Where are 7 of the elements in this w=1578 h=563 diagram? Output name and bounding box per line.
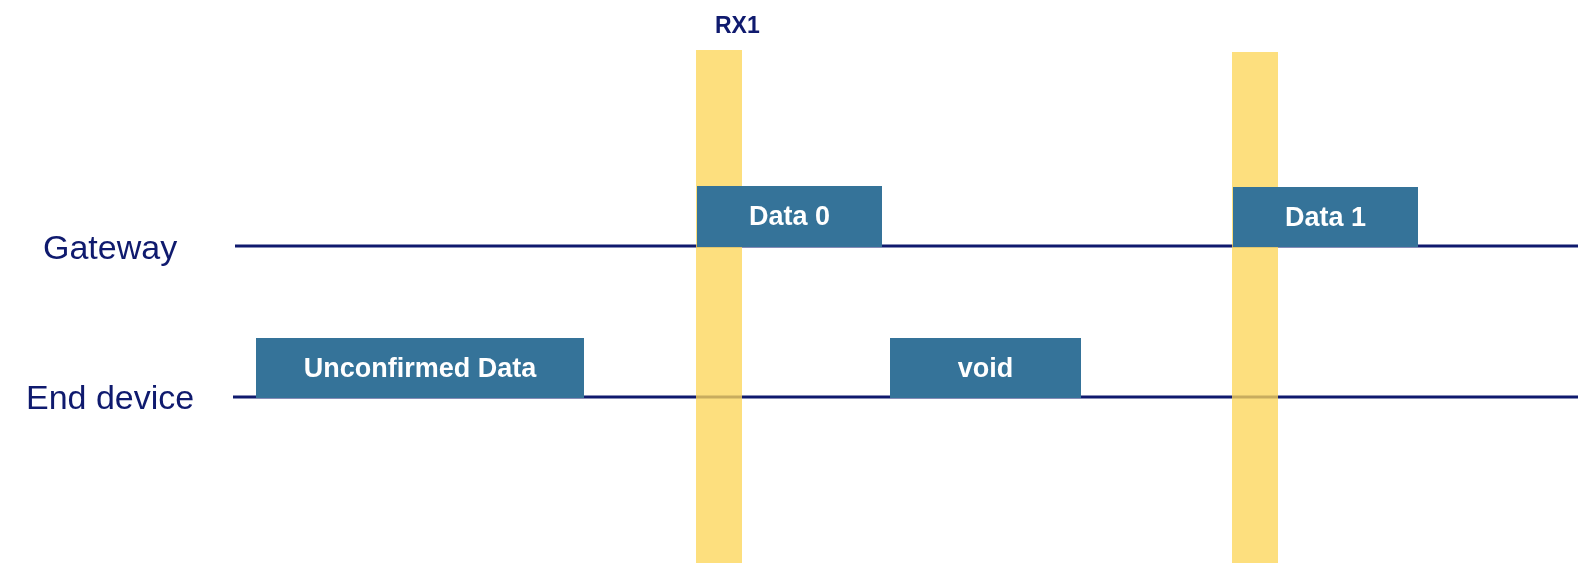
- packet-box: Unconfirmed Data: [256, 338, 584, 398]
- row-label: Gateway: [43, 227, 178, 267]
- packet-box: Data 1: [1233, 187, 1418, 247]
- packet-box: void: [890, 338, 1081, 398]
- window-label: RX1: [715, 12, 760, 39]
- row-label: End device: [26, 377, 195, 417]
- packet-box: Data 0: [697, 186, 882, 247]
